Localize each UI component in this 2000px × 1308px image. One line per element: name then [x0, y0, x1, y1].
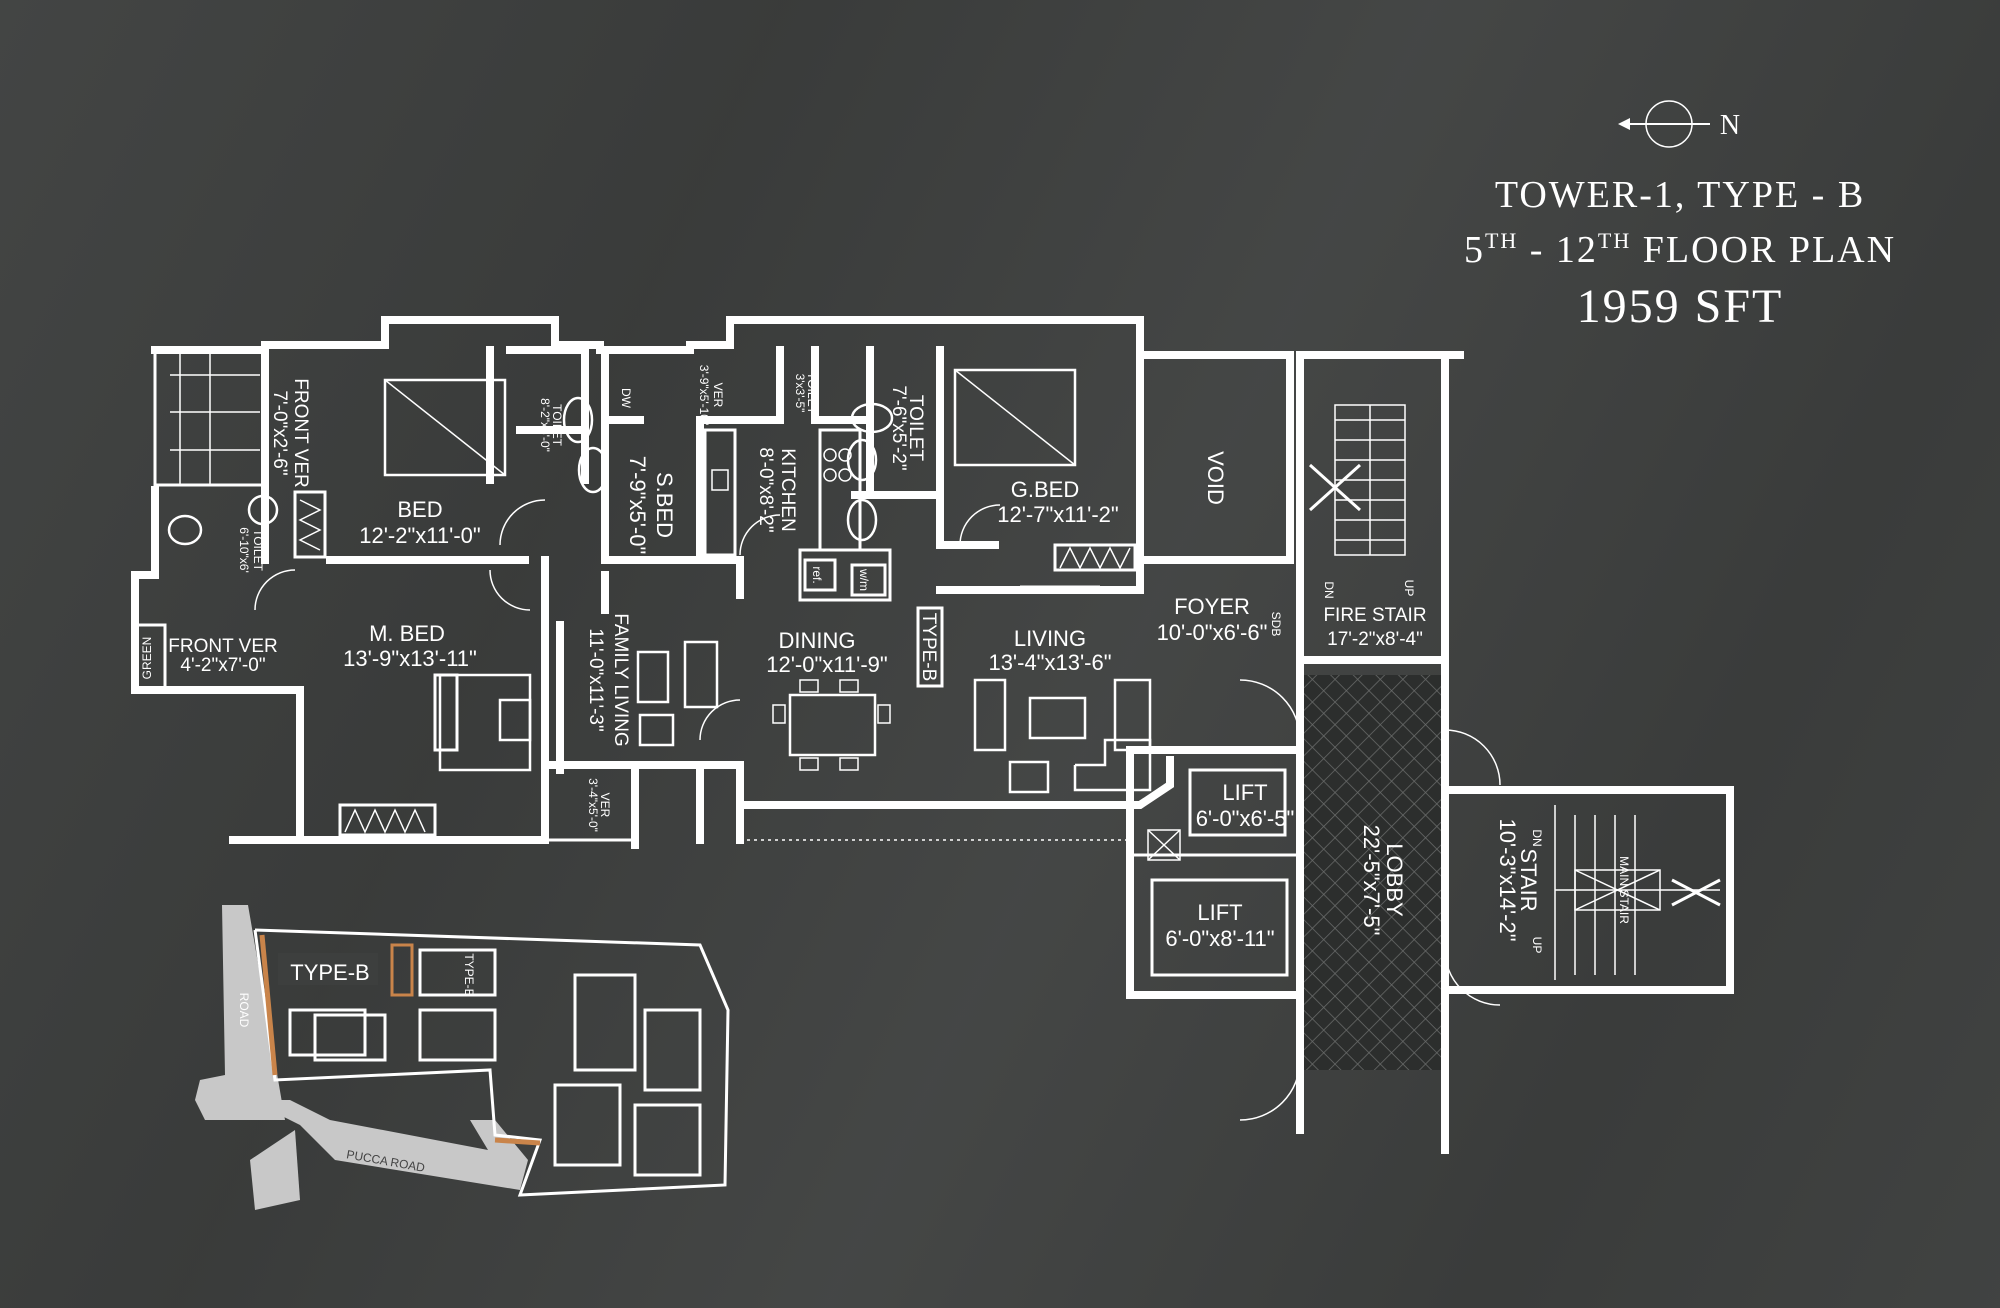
kitchen-name: KITCHEN: [777, 448, 798, 531]
front-ver-top-size: 7'-0"x2'-6": [269, 390, 290, 475]
bed-icon: [953, 368, 1077, 467]
lobby-name: LOBBY: [1382, 843, 1407, 917]
room-labels: FRONT VER 7'-0"x2'-6" BED 12'-2"x11'-0" …: [140, 365, 1631, 954]
dw-label: DW: [619, 388, 633, 409]
ver-dw-name: VER: [711, 383, 725, 408]
green-label: GREEN: [140, 637, 154, 680]
toilet-2-name: TOILET: [251, 529, 265, 571]
family-living-size: 11'-0"x11'-3": [585, 628, 606, 731]
floor-title: 5TH - 12TH FLOOR PLAN: [1464, 228, 1896, 271]
fire-stair-dn: DN: [1322, 581, 1336, 598]
key-road-label: ROAD: [237, 993, 251, 1028]
foyer-size: 10'-0"x6'-6": [1157, 620, 1268, 645]
ver-bottom-size: 3'-4"x5'-0": [586, 778, 600, 832]
key-highlight-bottom: [494, 1137, 541, 1146]
bed-size: 12'-2"x11'-0": [359, 523, 480, 548]
tower-title: TOWER-1, TYPE - B: [1495, 174, 1865, 216]
lift-2-name: LIFT: [1197, 900, 1242, 925]
stair-size: 10'-3"x14'-2": [1495, 818, 1520, 941]
g-bed-size: 12'-7"x11'-2": [997, 502, 1118, 527]
bed-icon: [438, 673, 532, 772]
floor-plan-word: FLOOR PLAN: [1631, 229, 1896, 271]
toilet-small-size: 3'x3'-5": [793, 374, 807, 413]
stair-dn: DN: [1530, 829, 1544, 846]
bed-name: BED: [397, 497, 442, 522]
bed-icon: [383, 378, 507, 477]
ver-bottom-name: VER: [598, 793, 612, 818]
g-bed-name: G.BED: [1011, 477, 1079, 502]
void-name: VOID: [1203, 451, 1228, 505]
m-bed-size: 13'-9"x13'-11": [343, 646, 477, 671]
dining-name: DINING: [779, 628, 856, 653]
family-living-name: FAMILY LIVING: [610, 613, 631, 746]
front-ver-top-name: FRONT VER: [290, 378, 311, 487]
toilet-3-size: 7'-6"x5'-2": [888, 385, 909, 470]
s-bed-size: 7'-9"x5'-0": [625, 456, 650, 555]
lift-2-size: 6'-0"x8'-11": [1165, 926, 1274, 951]
kitchen-size: 8'-0"x8'-2": [755, 447, 776, 532]
front-ver-left-name: FRONT VER: [168, 636, 277, 657]
stair-up: UP: [1530, 937, 1544, 954]
key-type-b-label: TYPE-B: [290, 960, 369, 985]
toilet-3-name: TOILET: [905, 395, 926, 462]
s-bed-name: S.BED: [652, 472, 677, 538]
fire-stair-size: 17'-2"x8'-4": [1327, 629, 1423, 650]
dining-table-icon: [788, 693, 877, 757]
sdb-label: SDB: [1269, 612, 1283, 637]
area-title: 1959 SFT: [1577, 280, 1784, 333]
main-stair-label: MAIN STAIR: [1617, 856, 1631, 924]
toilet-1-size: 8'-2"x5'-0": [538, 398, 552, 452]
key-road-branch: [250, 1130, 300, 1210]
key-plan: TYPE-B ROAD PUCCA ROAD TYPE-B: [195, 905, 730, 1210]
toilet-small-name: TOILET: [805, 372, 819, 414]
dining-size: 12'-0"x11'-9": [766, 652, 887, 677]
key-road-horizontal: [250, 1100, 528, 1190]
lift-1-size: 6'-0"x6'-5": [1196, 806, 1295, 831]
lobby-size: 22'-5"x7'-5": [1359, 825, 1384, 936]
floor-number-b: - 12: [1518, 229, 1598, 271]
living-size: 13'-4"x13'-6": [988, 650, 1111, 675]
key-road-vertical: [195, 905, 285, 1120]
toilet-1-name: TOILET: [550, 404, 564, 446]
arrow-head-icon: [1618, 118, 1630, 130]
exterior-walls: [131, 316, 1734, 1154]
floor-sup-b: TH: [1598, 228, 1631, 253]
living-name: LIVING: [1014, 626, 1086, 651]
fixtures: [167, 368, 1152, 837]
key-type-b-highlight: [390, 943, 414, 997]
m-bed-name: M. BED: [369, 621, 445, 646]
fire-stair-up: UP: [1402, 580, 1416, 597]
fire-stair-name: FIRE STAIR: [1323, 605, 1426, 626]
foyer-name: FOYER: [1174, 594, 1250, 619]
north-label: N: [1720, 110, 1740, 141]
wm-label: w/m: [857, 568, 871, 591]
ref-label: ref.: [810, 566, 824, 583]
north-arrow: N: [1618, 100, 1740, 148]
key-highlight-left: [259, 934, 278, 1076]
type-b-tag: TYPE-B: [918, 613, 939, 682]
front-ver-left-size: 4'-2"x7'-0": [180, 655, 265, 676]
floor-number-a: 5: [1464, 229, 1485, 271]
lift-1-name: LIFT: [1222, 780, 1267, 805]
toilet-2-size: 6'-10"x6': [237, 527, 251, 573]
ver-dw-size: 3'-9"x5'-10": [697, 365, 711, 425]
floor-sup-a: TH: [1485, 228, 1518, 253]
key-unit-label: TYPE-B: [462, 953, 476, 996]
stair-name: STAIR: [1516, 848, 1541, 911]
lobby-hatch: [1300, 675, 1445, 1070]
